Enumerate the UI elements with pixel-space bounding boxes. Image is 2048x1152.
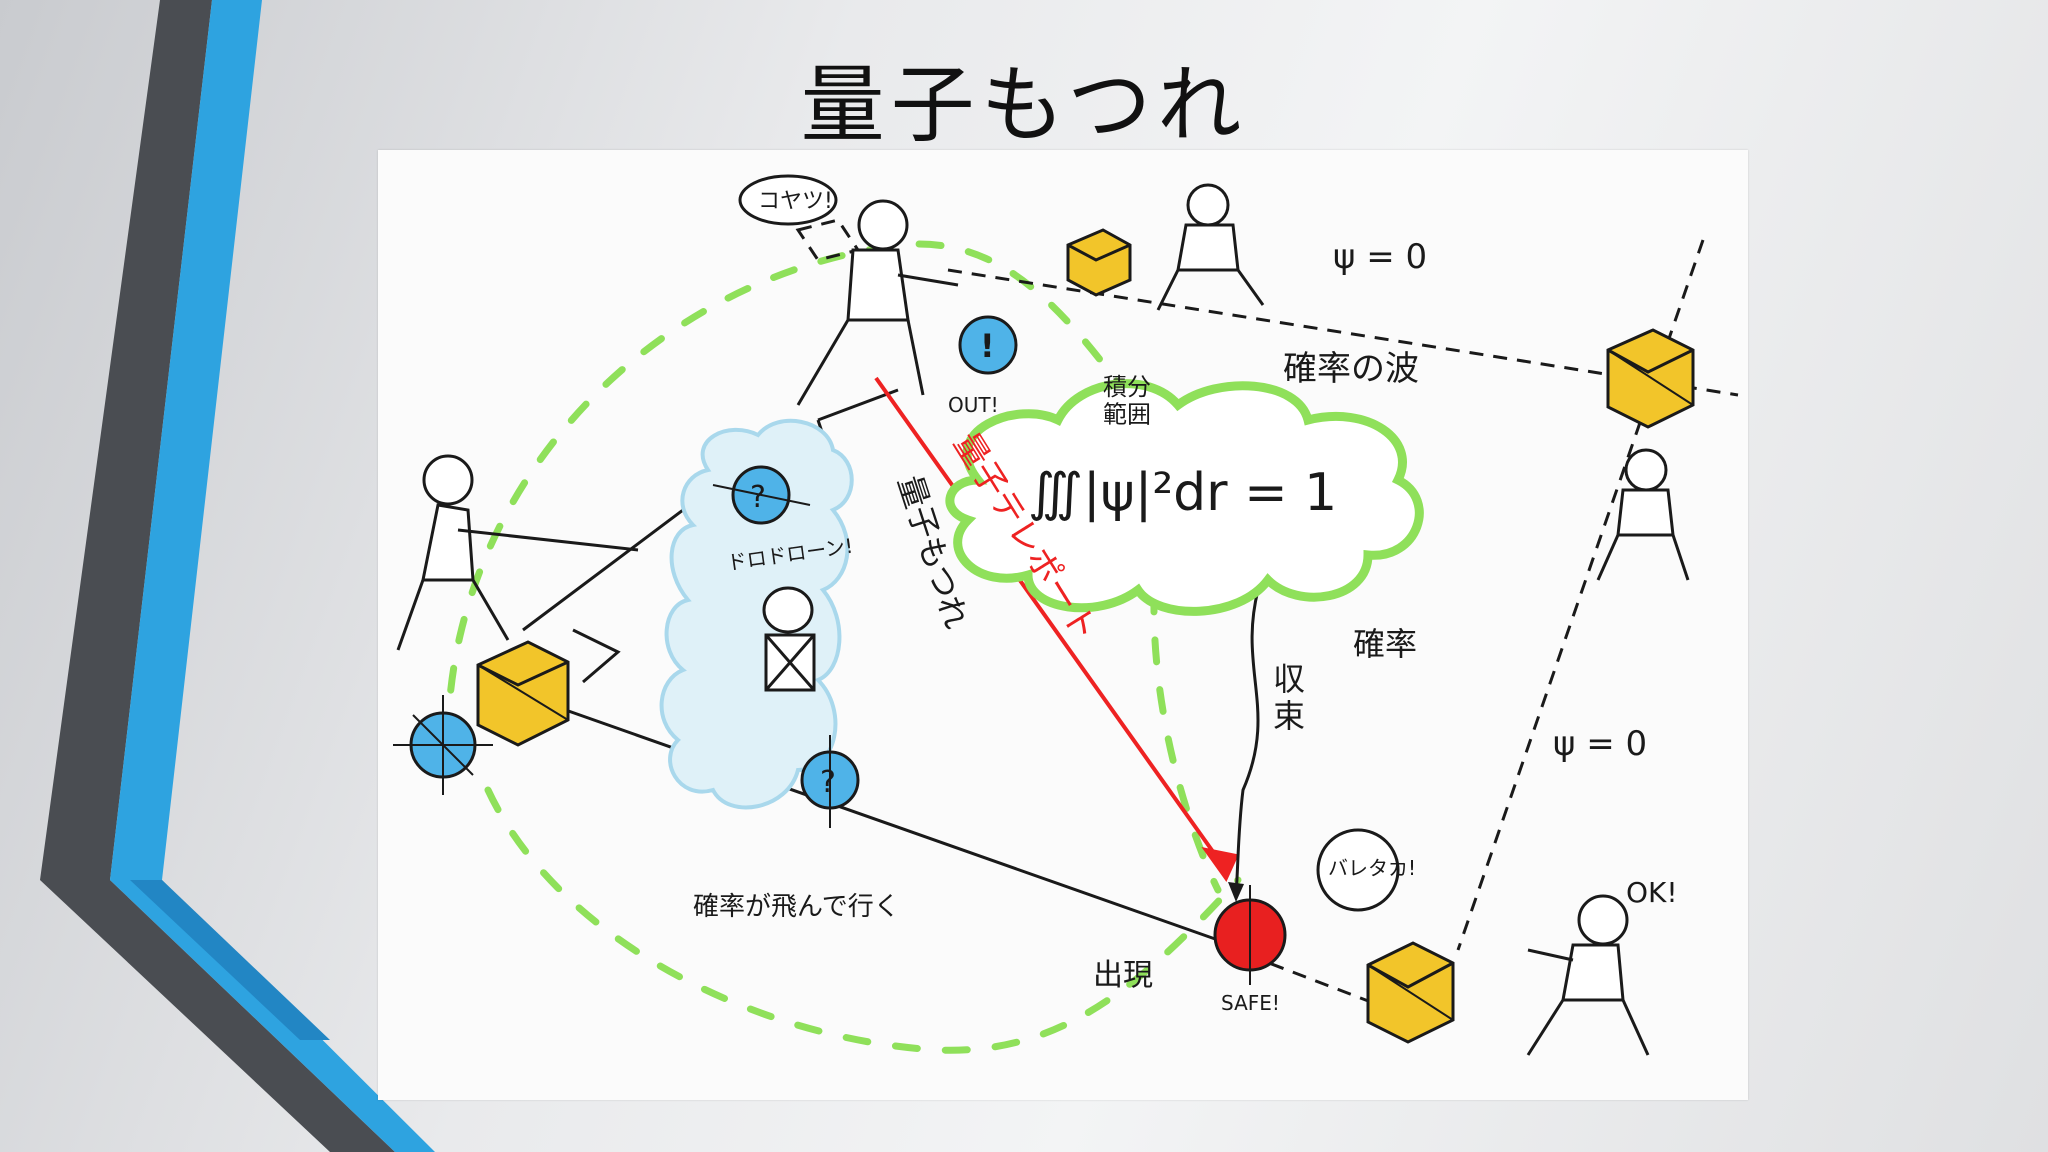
sphere-question-top	[712, 465, 811, 525]
sphere-red	[1213, 885, 1287, 985]
sphere-home	[393, 695, 493, 795]
fielder-top	[1156, 183, 1265, 311]
converge-arrow	[1234, 589, 1260, 896]
pitcher-figure	[796, 199, 959, 406]
cube-home	[476, 640, 570, 747]
fielder-right	[1596, 448, 1690, 581]
catcher-ok	[1526, 894, 1650, 1056]
prob-label: 確率	[1353, 625, 1417, 663]
cube-bottom	[1366, 941, 1455, 1044]
speech-bubble-left	[738, 174, 838, 226]
probability-trajectory	[444, 240, 1242, 1054]
question-top: ?	[750, 480, 766, 515]
psi-top-label: ψ = 0	[1333, 237, 1427, 277]
ninja-figure	[762, 586, 816, 692]
cube-first	[1066, 228, 1132, 297]
speech-left-text: コヤツ!	[758, 189, 833, 214]
converge-label: 収束	[1273, 660, 1305, 735]
out-label: OUT!	[948, 393, 999, 417]
entangle-cloud	[659, 418, 854, 810]
prob-flying-label: 確率が飛んで行く	[693, 892, 900, 922]
speech-bubble-busted	[1316, 828, 1400, 912]
cube-right	[1606, 328, 1695, 429]
integral-range-label: 積分範囲	[1103, 373, 1151, 429]
busted-label: バレタカ!	[1328, 856, 1416, 880]
ok-label: OK!	[1626, 876, 1678, 909]
wave-cloud	[945, 379, 1424, 616]
slide-title: 量子もつれ	[800, 56, 1248, 154]
quantum-entanglement-illustration: コヤツ! OUT! ψ = 0 ψ = 0 確率の波 積分範囲 ∭|ψ|²dr …	[378, 150, 1748, 1100]
formula: ∭|ψ|²dr = 1	[1028, 463, 1337, 523]
question-bottom: ?	[820, 765, 836, 800]
teleport-arrow	[874, 376, 1239, 882]
sphere-question-bottom	[800, 735, 860, 828]
sphere-exclaim	[958, 315, 1018, 375]
psi-right-label: ψ = 0	[1553, 724, 1647, 764]
safe-label: SAFE!	[1221, 991, 1280, 1015]
appear-label: 出現	[1093, 958, 1153, 993]
exclaim-mark: !	[980, 327, 995, 365]
batter-figure	[396, 454, 639, 651]
wave-label: 確率の波	[1283, 349, 1419, 389]
